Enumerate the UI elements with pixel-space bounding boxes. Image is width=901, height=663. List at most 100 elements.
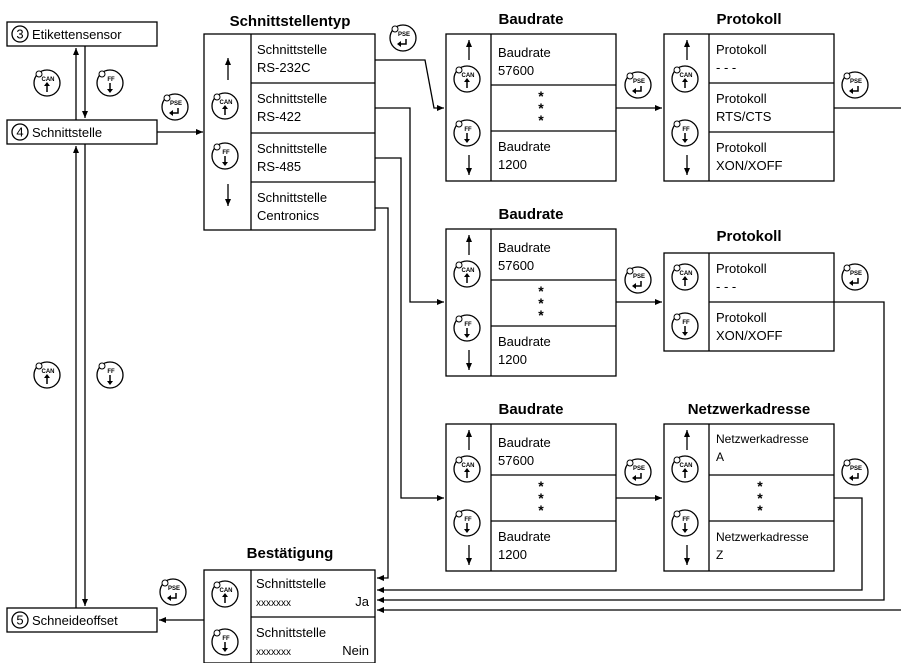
svg-text:*: *	[538, 88, 544, 104]
option-rs232c[interactable]: Schnittstelle RS-232C	[257, 42, 327, 75]
svg-text:Baudrate: Baudrate	[498, 529, 551, 544]
protokoll-2-option-xonxoff[interactable]: Protokoll XON/XOFF	[716, 310, 783, 343]
svg-text:Protokoll: Protokoll	[716, 91, 767, 106]
step-5-number: 5	[16, 613, 23, 628]
svg-text:RS-485: RS-485	[257, 159, 301, 174]
svg-text:*: *	[757, 490, 763, 506]
can-key-icon[interactable]: CAN	[453, 260, 481, 288]
svg-text:Schnittstelle: Schnittstelle	[257, 42, 327, 57]
protokoll-2-title: Protokoll	[716, 228, 781, 245]
svg-text:xxxxxxx: xxxxxxx	[256, 598, 291, 609]
step-5-label: Schneideoffset	[32, 613, 118, 628]
svg-text:CAN: CAN	[462, 463, 475, 469]
ff-key-icon[interactable]: FF	[671, 312, 699, 340]
can-key-icon[interactable]: CAN	[671, 455, 699, 483]
svg-text:*: *	[538, 100, 544, 116]
protokoll-2-option-none[interactable]: Protokoll - - -	[716, 261, 767, 294]
pse-key-icon[interactable]: PSE	[624, 71, 652, 99]
ff-key-icon[interactable]: FF	[96, 361, 124, 389]
protokoll-1-option-rtscts[interactable]: Protokoll RTS/CTS	[716, 91, 772, 124]
can-key-icon[interactable]: CAN	[671, 263, 699, 291]
netzwerkadresse-option-z[interactable]: Netzwerkadresse Z	[716, 530, 809, 562]
netzwerkadresse-menu	[663, 423, 835, 572]
step-5-schneideoffset[interactable]	[6, 607, 158, 633]
ff-key-icon[interactable]: FF	[211, 628, 239, 656]
ff-key-icon[interactable]: FF	[96, 69, 124, 97]
pse-key-icon[interactable]: PSE	[624, 458, 652, 486]
ff-key-icon[interactable]: FF	[211, 142, 239, 170]
svg-text:*: *	[538, 112, 544, 128]
pse-key-icon[interactable]: PSE	[624, 266, 652, 294]
svg-text:Baudrate: Baudrate	[498, 139, 551, 154]
svg-text:CAN: CAN	[680, 271, 693, 277]
svg-text:Protokoll: Protokoll	[716, 261, 767, 276]
step-4-number: 4	[16, 125, 23, 140]
svg-text:PSE: PSE	[850, 271, 862, 277]
svg-text:FF: FF	[222, 636, 230, 642]
svg-text:*: *	[757, 478, 763, 494]
step-3-etikettensensor[interactable]	[6, 21, 158, 47]
can-key-icon[interactable]: CAN	[671, 65, 699, 93]
bestaetigung-option-nein[interactable]: Schnittstelle xxxxxxx Nein	[256, 625, 369, 658]
svg-text:57600: 57600	[498, 258, 534, 273]
svg-text:*: *	[538, 307, 544, 323]
baudrate-3-option-1200[interactable]: Baudrate 1200	[498, 529, 551, 562]
baudrate-2-option-57600[interactable]: Baudrate 57600	[498, 240, 551, 273]
can-key-icon[interactable]: CAN	[211, 580, 239, 608]
bestaetigung-option-ja[interactable]: Schnittstelle xxxxxxx Ja	[256, 576, 370, 609]
svg-text:*: *	[538, 502, 544, 518]
svg-text:- - -: - - -	[716, 60, 736, 75]
can-key-icon[interactable]: CAN	[33, 361, 61, 389]
svg-text:57600: 57600	[498, 63, 534, 78]
svg-text:Schnittstelle: Schnittstelle	[257, 141, 327, 156]
option-rs422[interactable]: Schnittstelle RS-422	[257, 91, 327, 124]
pse-key-icon[interactable]: PSE	[841, 263, 869, 291]
pse-key-icon[interactable]: PSE	[841, 458, 869, 486]
svg-text:PSE: PSE	[170, 101, 182, 107]
svg-text:CAN: CAN	[680, 73, 693, 79]
svg-text:PSE: PSE	[633, 79, 645, 85]
ff-key-icon[interactable]: FF	[453, 509, 481, 537]
can-key-icon[interactable]: CAN	[453, 455, 481, 483]
baudrate-3-option-57600[interactable]: Baudrate 57600	[498, 435, 551, 468]
schnittstellentyp-title: Schnittstellentyp	[230, 13, 351, 30]
baudrate-2-option-1200[interactable]: Baudrate 1200	[498, 334, 551, 367]
svg-text:Schnittstelle: Schnittstelle	[257, 91, 327, 106]
svg-text:A: A	[716, 450, 724, 464]
svg-text:Baudrate: Baudrate	[498, 240, 551, 255]
svg-text:Nein: Nein	[342, 643, 369, 658]
step-4-label: Schnittstelle	[32, 125, 102, 140]
pse-key-icon[interactable]: PSE	[841, 71, 869, 99]
baudrate-1-option-1200[interactable]: Baudrate 1200	[498, 139, 551, 172]
ff-key-icon[interactable]: FF	[671, 509, 699, 537]
option-centronics[interactable]: Schnittstelle Centronics	[257, 190, 327, 223]
svg-text:Centronics: Centronics	[257, 208, 320, 223]
svg-text:PSE: PSE	[168, 586, 180, 592]
baudrate-1-ellipsis: * * *	[538, 88, 544, 128]
ff-key-icon[interactable]: FF	[453, 119, 481, 147]
pse-key-icon[interactable]: PSE	[161, 93, 189, 121]
can-key-icon[interactable]: CAN	[211, 92, 239, 120]
svg-text:CAN: CAN	[42, 369, 55, 375]
baudrate-1-title: Baudrate	[498, 11, 563, 28]
ff-key-icon[interactable]: FF	[671, 119, 699, 147]
option-rs485[interactable]: Schnittstelle RS-485	[257, 141, 327, 174]
svg-text:Z: Z	[716, 548, 723, 562]
svg-text:Baudrate: Baudrate	[498, 45, 551, 60]
svg-text:Protokoll: Protokoll	[716, 310, 767, 325]
can-key-icon[interactable]: CAN	[33, 69, 61, 97]
pse-key-icon[interactable]: PSE	[159, 578, 187, 606]
protokoll-1-option-none[interactable]: Protokoll - - -	[716, 42, 767, 75]
can-key-icon[interactable]: CAN	[453, 65, 481, 93]
ff-key-icon[interactable]: FF	[453, 314, 481, 342]
baudrate-2-ellipsis: * * *	[538, 283, 544, 323]
baudrate-menu-1	[445, 33, 617, 182]
svg-text:FF: FF	[107, 369, 115, 375]
baudrate-1-option-57600[interactable]: Baudrate 57600	[498, 45, 551, 78]
pse-key-icon[interactable]: PSE	[389, 24, 417, 52]
netzwerkadresse-option-a[interactable]: Netzwerkadresse A	[716, 432, 809, 464]
svg-text:1200: 1200	[498, 157, 527, 172]
svg-text:PSE: PSE	[850, 79, 862, 85]
protokoll-1-option-xonxoff[interactable]: Protokoll XON/XOFF	[716, 140, 783, 173]
